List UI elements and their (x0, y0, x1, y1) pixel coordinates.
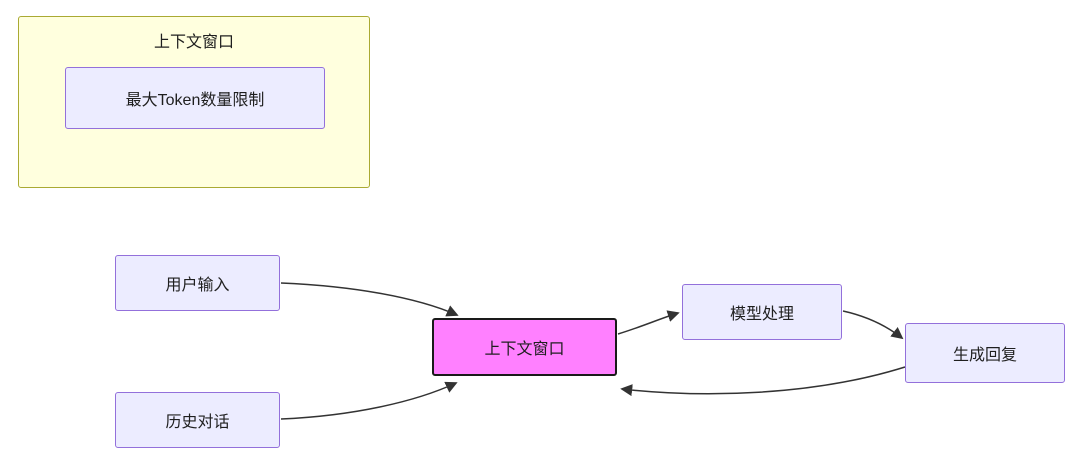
edge-history-dialogue-to-context-window (280, 381, 458, 420)
subgraph-context-window: 上下文窗口 最大Token数量限制 (18, 16, 370, 188)
edge-user-input-to-context-window (280, 282, 459, 317)
node-max-token-limit: 最大Token数量限制 (65, 67, 325, 129)
node-user-input: 用户输入 (115, 255, 280, 311)
node-model-processing: 模型处理 (682, 284, 842, 340)
edge-model-processing-to-generate-reply (842, 310, 904, 340)
edge-context-window-to-model-processing (617, 310, 680, 335)
edge-generate-reply-to-context-window (620, 366, 906, 397)
node-history-dialogue: 历史对话 (115, 392, 280, 448)
node-context-window: 上下文窗口 (432, 318, 617, 376)
subgraph-title: 上下文窗口 (153, 34, 234, 51)
node-generate-reply: 生成回复 (905, 323, 1065, 383)
